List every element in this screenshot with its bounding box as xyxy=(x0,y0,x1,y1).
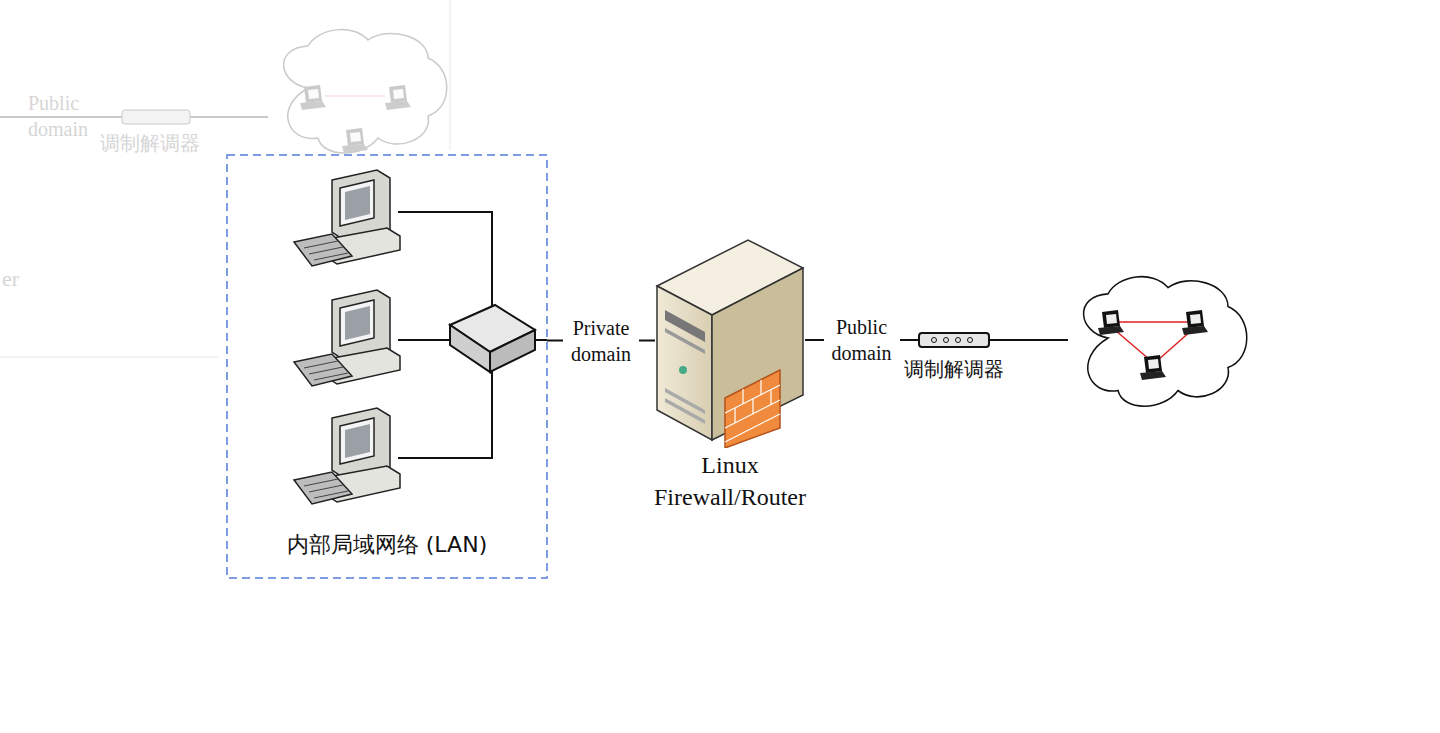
faded-label: er xyxy=(2,266,42,292)
modem: 调制解调器 xyxy=(918,330,990,350)
edge-label: Private domain xyxy=(563,315,639,367)
faded-label: Public domain xyxy=(28,90,108,142)
server-icon xyxy=(655,238,805,448)
modem-icon xyxy=(918,330,990,350)
node-label: 内部局域网络 (LAN) xyxy=(227,530,547,560)
edge-label: Public domain xyxy=(824,314,900,366)
firewall-router: Linux Firewall/Router xyxy=(655,238,805,443)
lan-region: 内部局域网络 (LAN) xyxy=(227,155,547,578)
node-label: Linux Firewall/Router xyxy=(630,449,830,514)
node-label: 调制解调器 xyxy=(884,356,1024,383)
faded-label: 调制解调器 xyxy=(100,131,230,155)
